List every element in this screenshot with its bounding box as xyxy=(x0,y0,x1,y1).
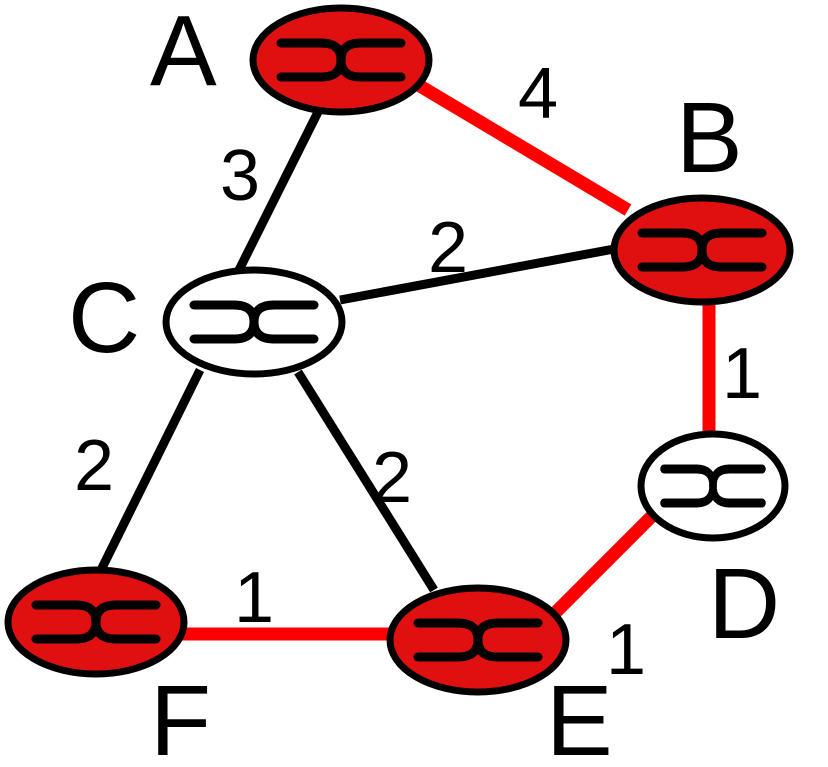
edge-weight-a-c: 3 xyxy=(220,136,260,216)
router-node-e xyxy=(386,584,570,696)
edge-weight-c-b: 2 xyxy=(428,208,468,288)
node-label-a: A xyxy=(150,0,217,107)
edge-weight-a-b: 4 xyxy=(518,54,558,134)
edge-a-b xyxy=(411,77,632,216)
labels-layer: A B C DE F xyxy=(68,0,780,767)
edge-c-e xyxy=(294,369,438,593)
edge-weight-c-f: 2 xyxy=(74,426,114,506)
edge-weight-d-e: 1 xyxy=(606,610,646,690)
weights-layer: 4 3 2 1 2 2 1 1 xyxy=(74,54,762,690)
nodes-layer xyxy=(4,4,794,696)
node-label-e: E xyxy=(546,665,613,767)
edge-weight-c-e: 2 xyxy=(372,438,412,518)
router-node-a xyxy=(249,4,433,116)
edges-layer xyxy=(95,77,716,641)
node-label-d: D xyxy=(708,548,780,660)
edge-c-b xyxy=(339,244,615,305)
router-node-f xyxy=(4,566,188,678)
edge-weight-f-e: 1 xyxy=(234,558,274,638)
edge-d-e xyxy=(551,505,663,617)
edge-weight-b-d: 1 xyxy=(722,334,762,414)
edge-a-c xyxy=(233,109,323,275)
node-label-b: B xyxy=(676,82,743,194)
node-label-c: C xyxy=(68,262,140,374)
router-node-b xyxy=(610,194,794,306)
node-label-f: F xyxy=(150,665,211,767)
router-node-c xyxy=(162,266,346,378)
router-node-d xyxy=(637,430,789,542)
edge-c-f xyxy=(95,368,205,574)
